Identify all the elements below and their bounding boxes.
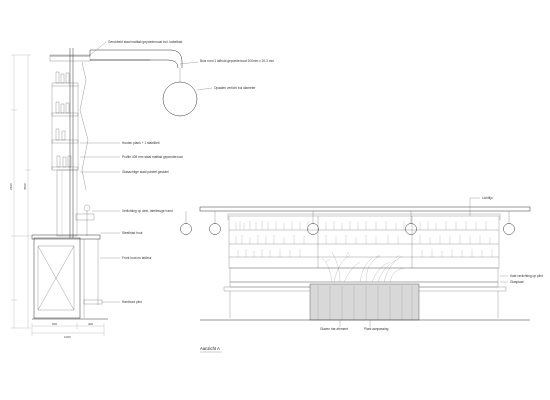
ceiling-beam (50, 49, 183, 68)
annotation: Plant aanpassing (364, 327, 389, 331)
section-annotations: Gerubbeld staal mattlak gepoedercoat inc… (108, 40, 274, 304)
annotation: Glasachtige staal paneel geslotel (122, 170, 169, 174)
elevation-annotations: Lichtlijn Kast verlichting op plint Glas… (320, 196, 543, 331)
leader-lines (80, 41, 213, 303)
annotation: Buis rond 1 lafhuid gepoedercoat 200mm x… (200, 59, 274, 63)
annotation: Hardhout plint (122, 300, 142, 304)
shelf-stack (51, 82, 79, 171)
countertop (31, 234, 101, 240)
table-lamp (83, 204, 91, 212)
glass-panel (56, 169, 78, 237)
top-beam (199, 206, 531, 212)
annotation: Steelblad hout (122, 231, 142, 235)
elevation-drawing: Lichtlijn Kast verlichting op plint Glas… (180, 196, 543, 353)
dim-label: 2600 (9, 183, 13, 190)
dim-label: 600 (52, 322, 57, 326)
bar-counter (33, 237, 81, 319)
annotation: Front hout en lafdeur (122, 256, 153, 260)
annotation: Kast verlichting op plint (510, 274, 543, 278)
dim-label: 1000 (64, 335, 71, 339)
section-drawing: 2600 4500 600 400 1000 (9, 40, 274, 339)
shelving-frame (228, 215, 500, 269)
annotation: Glazen bar-element (320, 327, 348, 331)
cable (79, 61, 89, 191)
annotation: Glasplaat (510, 280, 524, 284)
pendant-lamp-sphere (162, 81, 198, 117)
annotation: Profile 405 mm staal mattlak gepoedercoa… (122, 155, 183, 159)
annotation: Opaalen verlicht bol diameter (214, 86, 256, 90)
plants (321, 251, 405, 283)
pendant-lamps (180, 211, 515, 235)
dim-label: 400 (88, 322, 93, 326)
shelf-lines (229, 216, 499, 268)
annotation: Gerubbeld staal mattlak gepoedercoat inc… (108, 40, 183, 44)
annotation: Lichtlijn (482, 196, 493, 200)
annotation: Verlichting op deel, tafelbeugel rand (122, 209, 173, 213)
bottles (55, 71, 72, 168)
dim-label: 4500 (23, 183, 27, 190)
back-counter (229, 267, 499, 283)
glass-bar-element (309, 283, 420, 321)
annotation: Houten plank + 1 stabiliteit (122, 141, 160, 145)
elevation-bottles (235, 221, 493, 257)
view-title: Aanzicht A (200, 346, 220, 351)
